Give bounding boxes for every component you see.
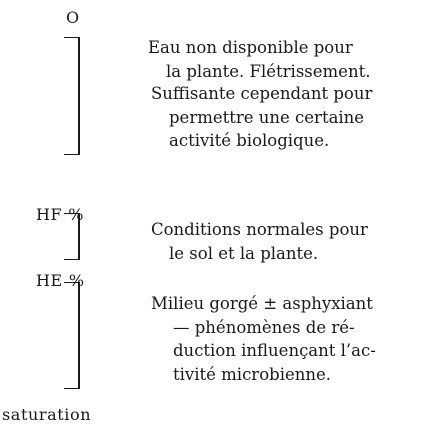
desc-line: tivité microbienne. [173, 364, 331, 384]
desc-line: duction influençant l’ac- [173, 341, 376, 360]
desc-line: Conditions normales pour [151, 220, 368, 239]
scale-top-label: O [66, 9, 80, 27]
bracket-normal-zone [62, 213, 80, 260]
scale-top-text: O [66, 8, 80, 27]
scale-he-label: HE% [36, 272, 85, 290]
desc-line: le sol et la plante. [169, 243, 319, 263]
desc-line: — phénomènes de ré- [173, 317, 355, 337]
desc-line: Suffisante cependant pour [151, 84, 373, 103]
description-saturated-zone: Milieu gorgé ± asphyxiant — phénomènes d… [151, 292, 376, 386]
desc-line: Eau non disponible pour [148, 38, 353, 57]
bracket-dry-zone [62, 37, 80, 155]
saturation-text: saturation [2, 405, 92, 424]
he-percent-sign: % [68, 271, 85, 290]
desc-line: activité biologique. [169, 131, 330, 150]
he-text: HE [36, 271, 63, 290]
description-normal-zone: Conditions normales pour le sol et la pl… [151, 218, 368, 265]
desc-line: la plante. Flétrissement. [166, 61, 371, 81]
desc-line: permettre une certaine [169, 107, 365, 127]
description-dry-zone: Eau non disponible pour la plante. Flétr… [148, 36, 370, 83]
scale-bottom-label: saturation [2, 406, 91, 424]
bracket-saturated-zone [62, 282, 80, 389]
hf-text: HF [36, 205, 63, 224]
desc-line: Milieu gorgé ± asphyxiant [151, 294, 373, 313]
description-dry-zone-activity: Suffisante cependant pour permettre une … [151, 82, 372, 153]
